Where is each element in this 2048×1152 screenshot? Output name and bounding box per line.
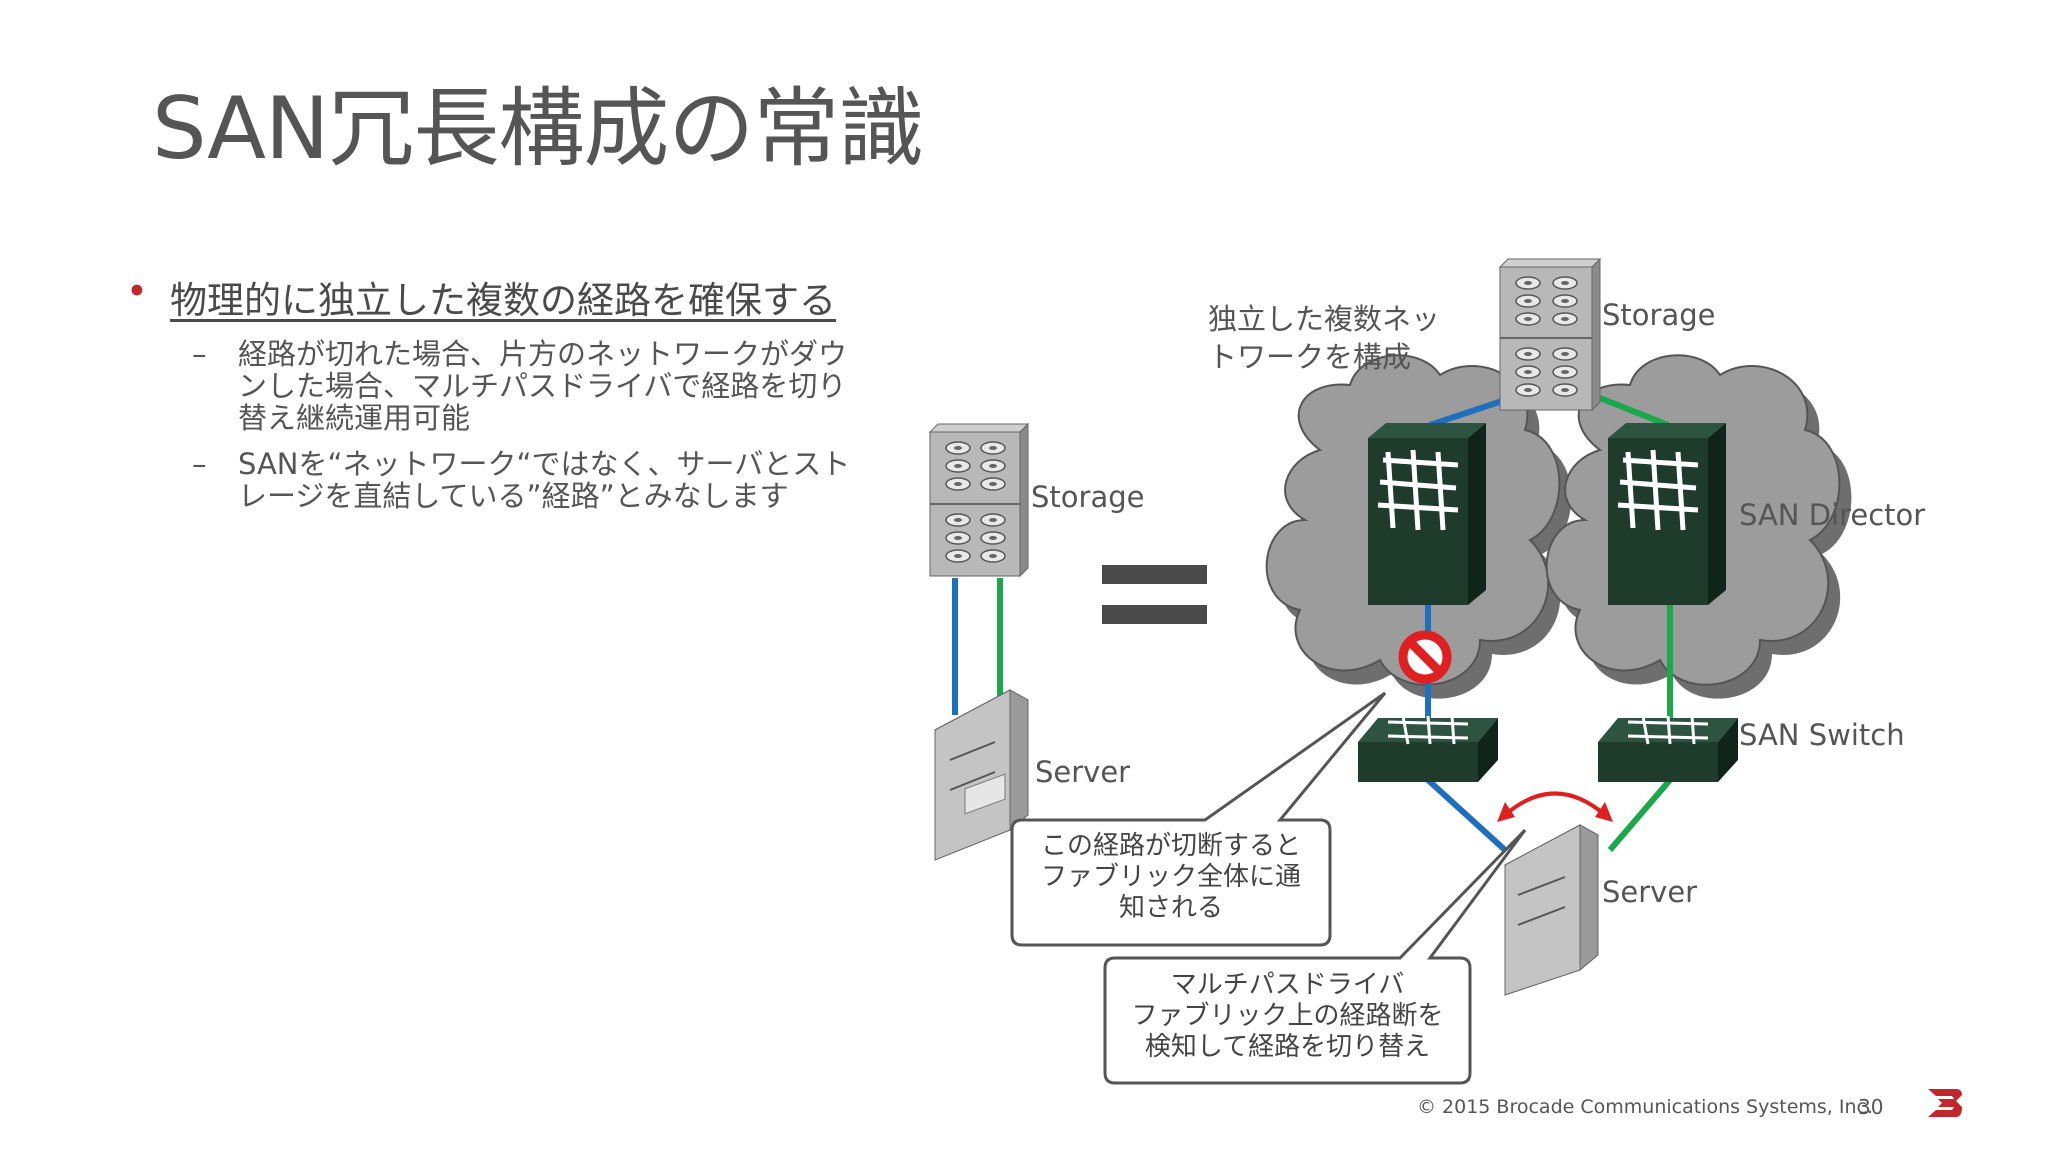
dash-marker: –	[192, 447, 207, 481]
san-director-a	[1368, 423, 1486, 605]
bullet-list: 物理的に独立した複数の経路を確保する – 経路が切れた場合、片方のネットワークが…	[126, 270, 886, 512]
callout-2-text: マルチパスドライバ ファブリック上の経路断を 検知して経路を切り替え	[1131, 970, 1444, 1062]
sub-bullet-2: – SANを“ネットワーク“ではなく、サーバとストレージを直結している”経路”と…	[126, 448, 858, 512]
arrowhead-left	[1497, 802, 1515, 822]
right-server-label: Server	[1602, 875, 1698, 909]
path-broken-icon	[1398, 630, 1452, 684]
right-server-icon	[1503, 824, 1600, 996]
san-director-label: SAN Director	[1739, 498, 1926, 532]
copyright-footer: © 2015 Brocade Communications Systems, I…	[1417, 1096, 1874, 1118]
right-storage-label: Storage	[1602, 298, 1716, 332]
slide-title: SAN冗長構成の常識	[152, 79, 924, 179]
san-director-b	[1608, 423, 1726, 605]
left-server-label: Server	[1035, 755, 1131, 789]
left-server-icon	[933, 689, 1030, 861]
san-switch-a	[1358, 714, 1498, 782]
right-storage-icon	[1498, 257, 1602, 412]
callout-1-text: この経路が切断すると ファブリック全体に通 知される	[1040, 831, 1301, 923]
san-switch-b	[1598, 714, 1738, 782]
sub-bullet-2-text: SANを“ネットワーク“ではなく、サーバとストレージを直結している”経路”とみな…	[238, 447, 851, 513]
callout-bubble-1	[1010, 691, 1387, 947]
sub-bullet-1-text: 経路が切れた場合、片方のネットワークがダウンした場合、マルチパスドライバで経路を…	[238, 337, 848, 435]
callout-bubble-2	[1103, 828, 1527, 1085]
dash-marker: –	[192, 337, 207, 371]
failover-arrow	[1503, 791, 1607, 817]
sub-bullet-1: – 経路が切れた場合、片方のネットワークがダウンした場合、マルチパスドライバで経…	[126, 338, 858, 434]
arrowhead-right	[1595, 802, 1613, 822]
brocade-logo	[1928, 1089, 1962, 1117]
independent-network-note: 独立した複数ネッ トワークを構成	[1208, 302, 1441, 374]
left-storage-icon	[928, 422, 1030, 578]
bullet-main: 物理的に独立した複数の経路を確保する	[126, 270, 886, 324]
page-number: 30	[1858, 1095, 1884, 1119]
left-storage-label: Storage	[1031, 480, 1145, 514]
equals-sign	[1102, 565, 1207, 624]
san-switch-label: SAN Switch	[1739, 718, 1905, 752]
